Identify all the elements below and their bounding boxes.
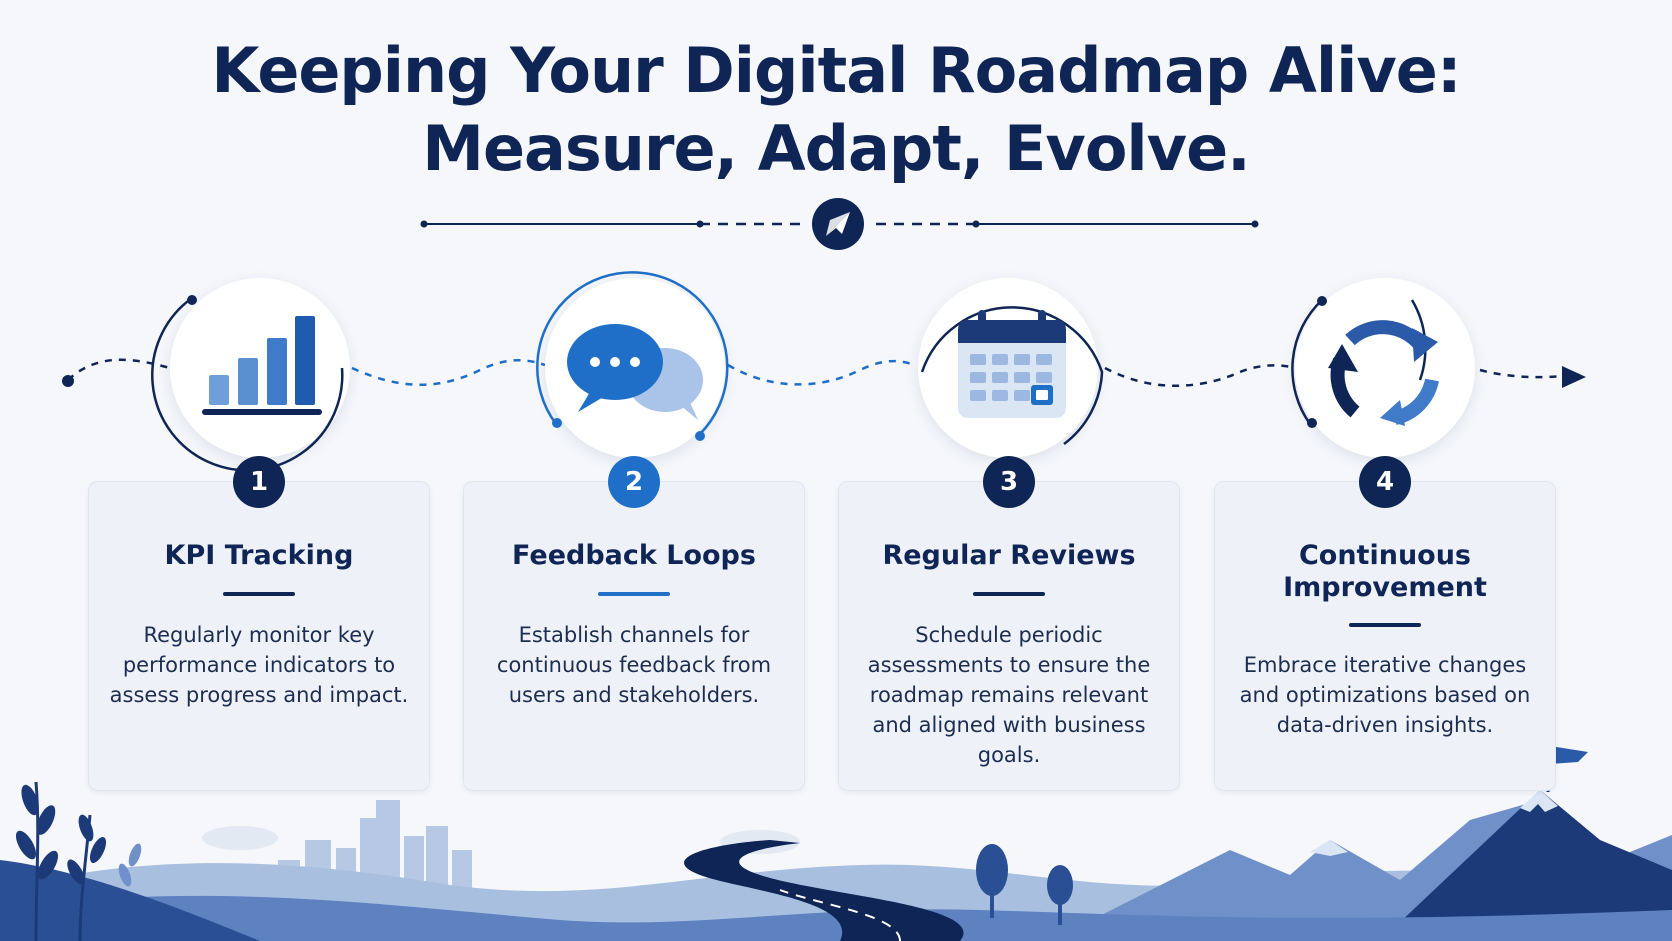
step-title-4: Continuous Improvement — [1283, 540, 1487, 603]
bar-chart-icon — [202, 316, 322, 415]
chat-bubbles-icon — [567, 324, 703, 420]
timeline-arrow-icon — [1562, 366, 1586, 388]
step-description-2: Establish channels for continuous feedba… — [496, 623, 772, 707]
step-number-badge-1: 1 — [233, 456, 285, 508]
step-number-badge-3: 3 — [983, 456, 1035, 508]
step-description-1: Regularly monitor key performance indica… — [109, 623, 409, 707]
title-line-2: Measure, Adapt, Evolve. — [422, 112, 1250, 185]
title-line-1: Keeping Your Digital Roadmap Alive: — [211, 34, 1461, 107]
step-description-4: Embrace iterative changes and optimizati… — [1239, 653, 1531, 737]
title-divider — [420, 220, 1259, 228]
icon-circle-4 — [1295, 278, 1475, 458]
step-number-badge-4: 4 — [1359, 456, 1411, 508]
step-card-2: 2 Feedback Loops Establish channels for … — [463, 456, 805, 791]
step-number-badge-2: 2 — [608, 456, 660, 508]
landscape-illustration — [0, 745, 1672, 941]
icon-circle-1 — [170, 278, 350, 458]
step-title-1: KPI Tracking — [164, 540, 354, 571]
step-title-2: Feedback Loops — [512, 540, 756, 571]
step-description-3: Schedule periodic assessments to ensure … — [867, 623, 1151, 767]
step-underline-3 — [973, 592, 1045, 596]
step-underline-2 — [598, 592, 670, 596]
step-card-1: 1 KPI Tracking Regularly monitor key per… — [88, 456, 430, 791]
step-underline-4 — [1349, 623, 1421, 627]
step-title-3: Regular Reviews — [882, 540, 1136, 571]
timeline-path — [67, 358, 1563, 387]
step-card-3: 3 Regular Reviews Schedule periodic asse… — [838, 456, 1180, 791]
rocket-badge-icon — [812, 198, 864, 250]
step-card-4: 4 Continuous Improvement Embrace iterati… — [1214, 456, 1556, 791]
calendar-icon — [958, 310, 1066, 418]
step-underline-1 — [223, 592, 295, 596]
